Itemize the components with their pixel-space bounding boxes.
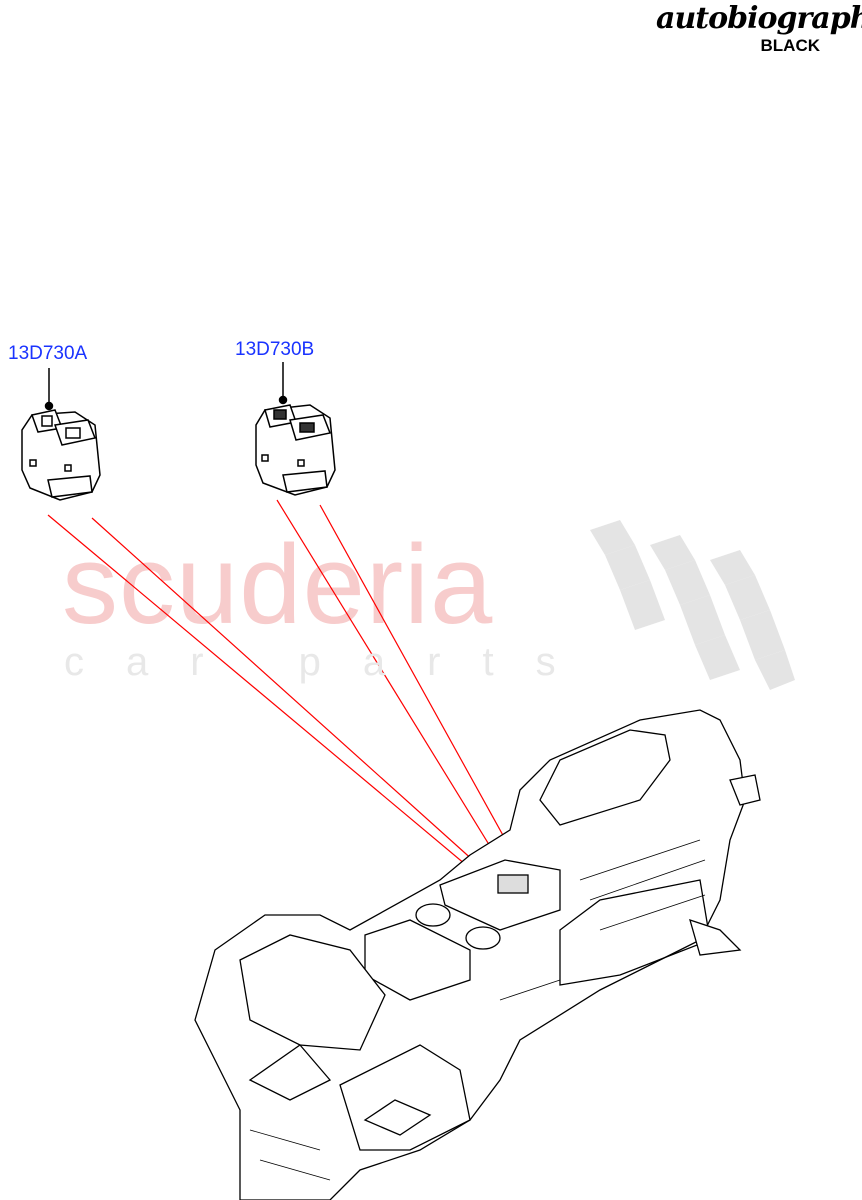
- callout-leaders: [44, 362, 288, 411]
- logo-variant: BLACK: [760, 36, 821, 55]
- switch-13d730a[interactable]: [21, 409, 101, 501]
- watermark-subtext: car parts: [64, 640, 598, 684]
- autobiography-black-logo: autobiography BLACK: [656, 0, 862, 56]
- callout-13d730a[interactable]: 13D730A: [8, 343, 88, 364]
- center-console: [194, 709, 761, 1200]
- logo-script: autobiography: [656, 1, 862, 36]
- checkered-flag-watermark: [590, 520, 795, 690]
- switch-13d730b[interactable]: [255, 404, 336, 496]
- watermark-text: scuderia: [62, 522, 494, 647]
- red-leader-lines: [47, 499, 526, 886]
- callout-13d730b[interactable]: 13D730B: [235, 339, 315, 360]
